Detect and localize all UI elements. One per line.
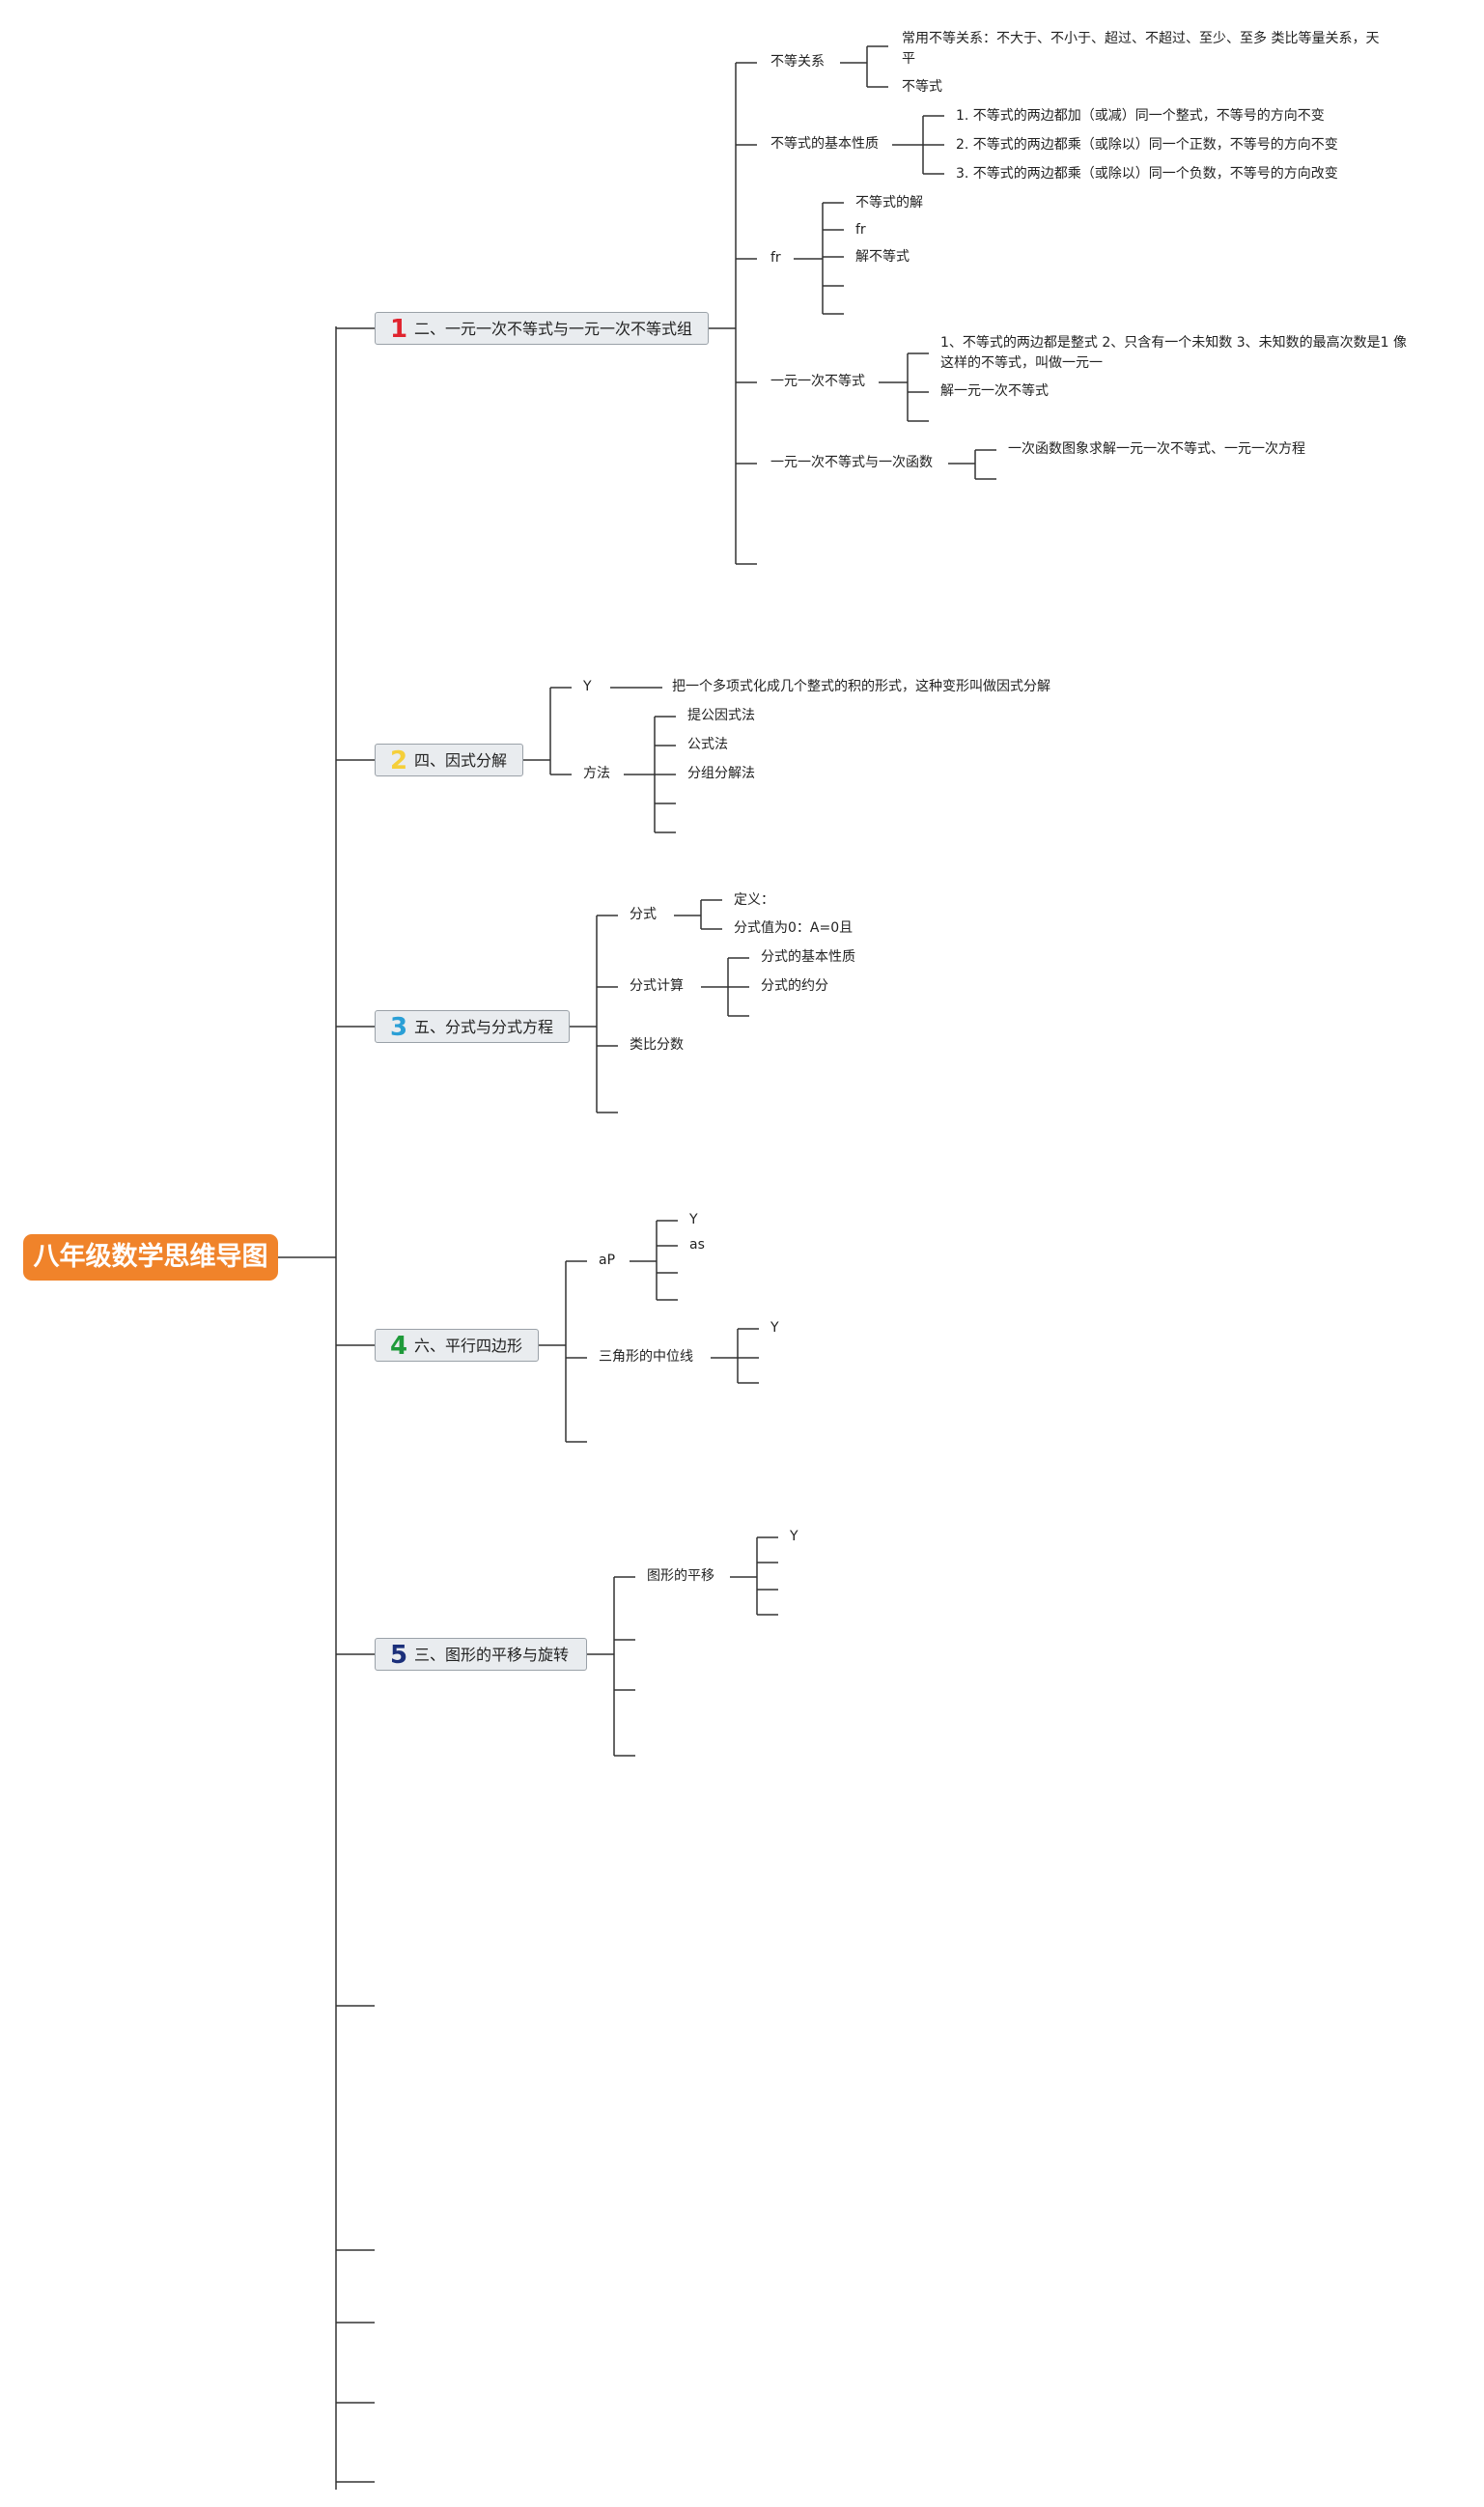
topic-common-relations[interactable]: 常用不等关系：不大于、不小于、超过、不超过、至少、至多 类比等量关系，天平 [902, 31, 1380, 67]
branch-1-topic[interactable]: 1 二、一元一次不等式与一元一次不等式组 [375, 312, 709, 345]
branch-number: 5 [390, 1641, 408, 1670]
topic-property-1[interactable]: 1. 不等式的两边都加（或减）同一个整式，不等号的方向不变 [956, 108, 1325, 124]
topic-y[interactable]: Y [583, 679, 592, 694]
topic-inequality-solution[interactable]: 不等式的解 [855, 195, 923, 211]
topic-analogy-fraction[interactable]: 类比分数 [630, 1037, 684, 1053]
topic-inequality-and-function[interactable]: 一元一次不等式与一次函数 [770, 455, 933, 470]
topic-translation-y[interactable]: Y [790, 1529, 798, 1544]
topic-solve-inequality[interactable]: 解不等式 [855, 249, 910, 265]
topic-fr-sub[interactable]: fr [855, 222, 866, 238]
branch-label: 五、分式与分式方程 [414, 1018, 554, 1036]
topic-methods[interactable]: 方法 [583, 766, 610, 781]
topic-common-factor[interactable]: 提公因式法 [687, 708, 755, 723]
topic-factorization-definition[interactable]: 把一个多项式化成几个整式的积的形式，这种变形叫做因式分解 [672, 679, 1050, 694]
topic-ap-y[interactable]: Y [689, 1212, 698, 1227]
topic-triangle-midline[interactable]: 三角形的中位线 [599, 1349, 693, 1365]
topic-fraction-reduction[interactable]: 分式的约分 [761, 978, 828, 994]
topic-property-2[interactable]: 2. 不等式的两边都乘（或除以）同一个正数，不等号的方向不变 [956, 137, 1338, 153]
branch-number: 4 [390, 1332, 408, 1361]
topic-function-graph-solve[interactable]: 一次函数图象求解一元一次不等式、一元一次方程 [1008, 441, 1305, 457]
branch-label: 四、因式分解 [414, 751, 508, 770]
topic-translation[interactable]: 图形的平移 [647, 1568, 714, 1584]
branch-5-topic[interactable]: 5 三、图形的平移与旋转 [375, 1638, 587, 1671]
topic-inequality[interactable]: 不等式 [902, 79, 942, 95]
branch-2-topic[interactable]: 2 四、因式分解 [375, 744, 523, 776]
topic-basic-properties[interactable]: 不等式的基本性质 [770, 136, 879, 152]
topic-fr[interactable]: fr [770, 250, 781, 266]
topic-fraction-basic-property[interactable]: 分式的基本性质 [761, 949, 855, 965]
topic-fraction-zero[interactable]: 分式值为0：A=0且 [734, 920, 854, 936]
branch-label: 二、一元一次不等式与一元一次不等式组 [414, 320, 693, 338]
topic-inequality-relation[interactable]: 不等关系 [770, 54, 825, 70]
topic-fraction-definition[interactable]: 定义： [734, 892, 774, 908]
topic-solve-linear-inequality[interactable]: 解一元一次不等式 [940, 383, 1049, 399]
topic-property-3[interactable]: 3. 不等式的两边都乘（或除以）同一个负数，不等号的方向改变 [956, 166, 1338, 182]
root-topic[interactable]: 八年级数学思维导图 [23, 1234, 278, 1281]
branch-label: 三、图形的平移与旋转 [414, 1646, 570, 1664]
topic-grouping-method[interactable]: 分组分解法 [687, 766, 755, 781]
branch-number: 3 [390, 1013, 408, 1042]
topic-ap-as[interactable]: as [689, 1237, 705, 1253]
topic-formula-method[interactable]: 公式法 [687, 737, 728, 752]
branch-label: 六、平行四边形 [414, 1337, 523, 1355]
branch-number: 2 [390, 746, 408, 775]
branch-3-topic[interactable]: 3 五、分式与分式方程 [375, 1010, 570, 1043]
branch-number: 1 [390, 315, 408, 344]
topic-midline-y[interactable]: Y [770, 1320, 779, 1336]
topic-ap[interactable]: aP [599, 1253, 616, 1268]
topic-linear-inequality-definition[interactable]: 1、不等式的两边都是整式 2、只含有一个未知数 3、未知数的最高次数是1 像这样… [940, 335, 1407, 371]
topic-linear-inequality[interactable]: 一元一次不等式 [770, 374, 865, 389]
topic-fraction-calc[interactable]: 分式计算 [630, 978, 684, 994]
topic-fraction[interactable]: 分式 [630, 907, 657, 922]
branch-4-topic[interactable]: 4 六、平行四边形 [375, 1329, 539, 1362]
